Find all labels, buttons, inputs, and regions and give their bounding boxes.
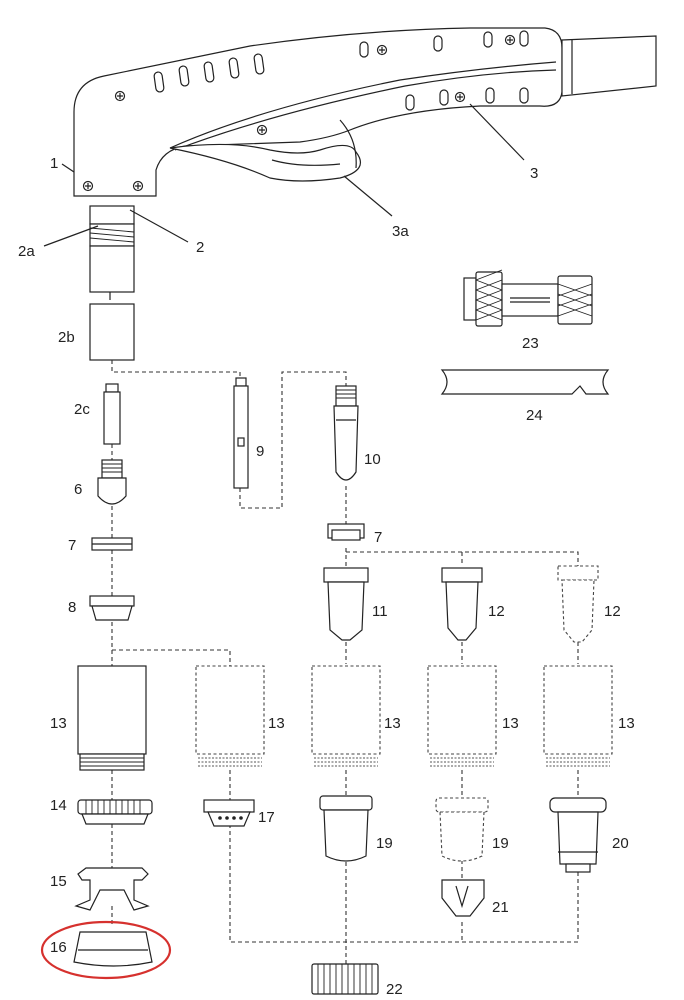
- label-16: 16: [50, 939, 67, 956]
- label-7-left: 7: [68, 537, 76, 554]
- label-8: 8: [68, 599, 76, 616]
- label-2: 2: [196, 239, 204, 256]
- label-15: 15: [50, 873, 67, 890]
- part-10: [333, 385, 359, 481]
- label-10: 10: [364, 451, 381, 468]
- screw-icon: [82, 34, 516, 192]
- part-22: [311, 963, 379, 995]
- label-11: 11: [372, 603, 388, 620]
- part-12-dashed: [557, 565, 599, 643]
- part-13-dashed-4: [543, 665, 613, 767]
- torch-head: [89, 205, 135, 361]
- part-15: [74, 867, 150, 911]
- label-19-dashed: 19: [492, 835, 509, 852]
- label-3a: 3a: [392, 223, 409, 240]
- part-14: [77, 799, 153, 825]
- part-13-dashed-3: [427, 665, 497, 767]
- label-3: 3: [530, 165, 538, 182]
- label-21: 21: [492, 899, 509, 916]
- highlight-ring: [40, 920, 172, 980]
- label-12-dashed: 12: [604, 603, 621, 620]
- part-17: [203, 799, 255, 827]
- part-21: [441, 879, 485, 917]
- label-2a: 2a: [18, 243, 35, 260]
- part-7-right: [327, 523, 365, 541]
- label-13-a: 13: [50, 715, 67, 732]
- callout-labels: 1 2a 2 3 3a 2b 23 24 2c 9 10 6 7 7 8 11 …: [18, 155, 635, 998]
- label-13-c: 13: [384, 715, 401, 732]
- label-13-d: 13: [502, 715, 519, 732]
- label-22: 22: [386, 981, 403, 998]
- part-19-solid: [319, 795, 373, 862]
- part-9: [233, 377, 249, 489]
- label-1: 1: [50, 155, 58, 172]
- part-24: [440, 369, 610, 395]
- part-19-dashed: [435, 797, 489, 862]
- part-2c: [103, 383, 121, 445]
- label-17: 17: [258, 809, 275, 826]
- label-12-solid: 12: [488, 603, 505, 620]
- label-13-b: 13: [268, 715, 285, 732]
- label-2c: 2c: [74, 401, 90, 418]
- label-9: 9: [256, 443, 264, 460]
- label-14: 14: [50, 797, 67, 814]
- part-20: [549, 797, 607, 873]
- label-23: 23: [522, 335, 539, 352]
- label-13-e: 13: [618, 715, 635, 732]
- label-7-right: 7: [374, 529, 382, 546]
- part-8: [89, 595, 135, 621]
- part-13-dashed-1: [195, 665, 265, 767]
- assembly-path-lines: [111, 360, 579, 964]
- label-6: 6: [74, 481, 82, 498]
- torch-handle: [73, 27, 657, 197]
- label-19-solid: 19: [376, 835, 393, 852]
- part-23: [463, 269, 593, 327]
- label-20: 20: [612, 835, 629, 852]
- label-2b: 2b: [58, 329, 75, 346]
- part-12-solid: [441, 567, 483, 641]
- part-16: [73, 931, 153, 967]
- part-13-solid: [77, 665, 147, 771]
- part-11: [323, 567, 369, 641]
- part-7-left: [91, 537, 133, 551]
- part-13-dashed-2: [311, 665, 381, 767]
- part-6: [97, 459, 127, 505]
- label-24: 24: [526, 407, 543, 424]
